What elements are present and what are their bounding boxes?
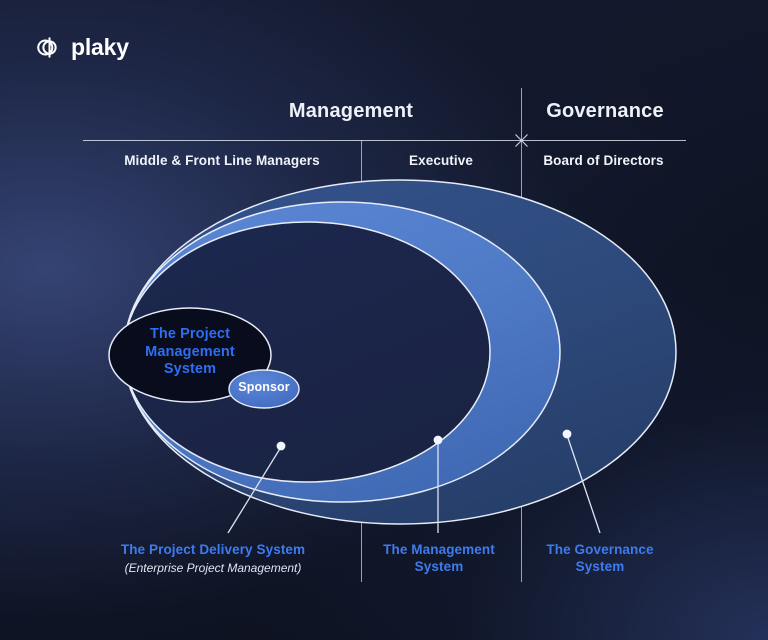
brand-logo[interactable]: plaky	[37, 35, 129, 60]
callout-management-title: The Management System	[383, 542, 495, 574]
leader-line-management	[433, 435, 443, 533]
leader-line-governance	[562, 429, 601, 534]
plaky-logo-icon	[37, 37, 57, 58]
project-management-system-label: The Project Management System	[128, 326, 252, 379]
callout-delivery-subtitle: (Enterprise Project Management)	[124, 560, 302, 575]
domain-title-governance: Governance	[546, 100, 664, 122]
pms-label-line-2: Management	[145, 343, 235, 360]
callout-governance-title: The Governance System	[546, 542, 654, 574]
callout-project-delivery-system: The Project Delivery System (Enterprise …	[88, 542, 338, 576]
domain-title-management: Management	[288, 100, 414, 122]
pms-label-line-3: System	[163, 361, 217, 378]
role-label-board-of-directors: Board of Directors	[543, 153, 664, 168]
axis-cross-icon	[515, 134, 528, 147]
role-label-executive: Executive	[409, 153, 473, 168]
project-management-system-ellipse	[108, 307, 272, 403]
sponsor-label: Sponsor	[238, 380, 290, 394]
sponsor-ellipse	[228, 369, 300, 409]
brand-name: plaky	[71, 34, 129, 60]
callout-management-system: The Management System	[368, 542, 510, 576]
role-label-middle-front-line-managers: Middle & Front Line Managers	[124, 153, 320, 168]
leader-line-delivery	[227, 441, 286, 534]
callout-delivery-title: The Project Delivery System	[120, 542, 306, 557]
pms-label-line-1: The Project	[149, 326, 231, 342]
callout-governance-system: The Governance System	[522, 542, 678, 576]
header-divider-horizontal	[83, 140, 686, 141]
